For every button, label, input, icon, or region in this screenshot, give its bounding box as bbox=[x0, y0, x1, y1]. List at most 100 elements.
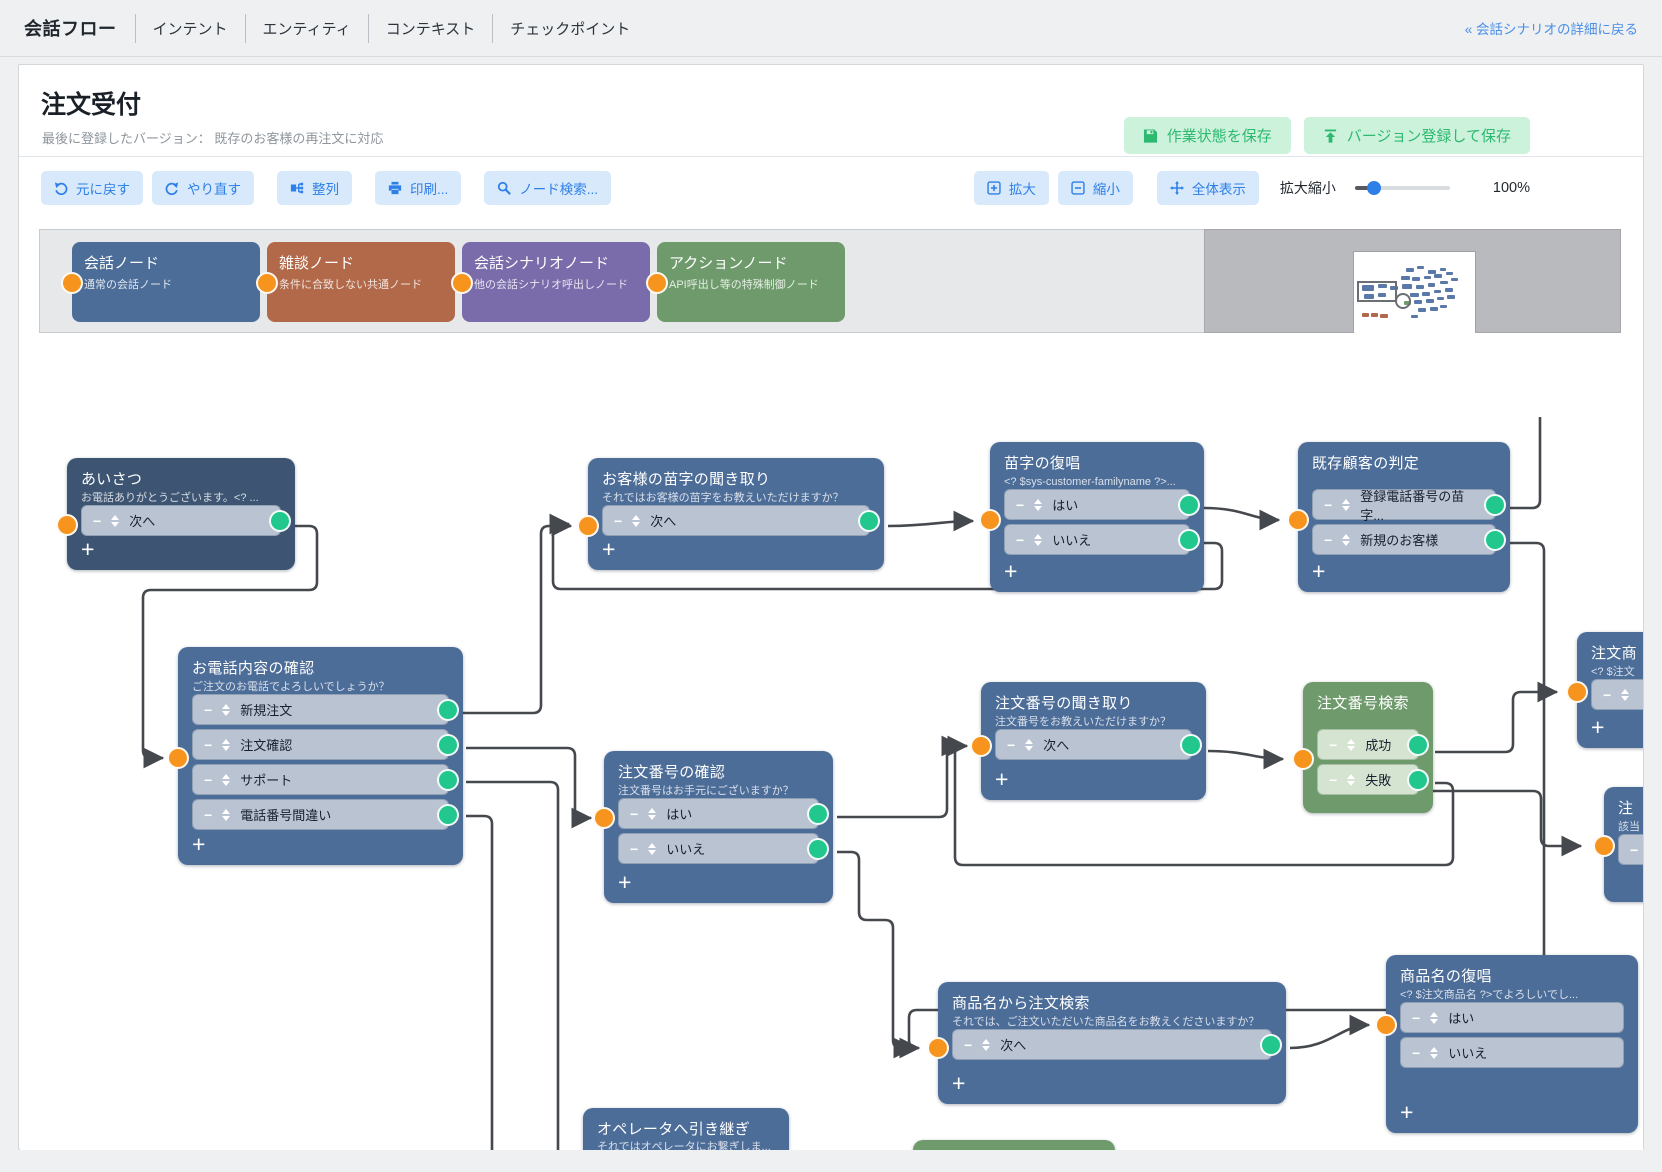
input-port-icon[interactable] bbox=[970, 735, 992, 757]
remove-row-icon[interactable]: − bbox=[630, 840, 639, 857]
add-row-button[interactable]: + bbox=[192, 831, 206, 857]
flow-node-repeat-item[interactable]: 商品名の復唱<? $注文商品名 ?>でよろしいでし...−はい−いいえ+ bbox=[1375, 955, 1638, 1133]
remove-row-icon[interactable]: − bbox=[1324, 496, 1333, 513]
node-transition-row[interactable]: −いいえ bbox=[1400, 1037, 1624, 1068]
output-port-icon[interactable] bbox=[1407, 768, 1429, 791]
toolbar-button-redo[interactable]: やり直す bbox=[152, 171, 254, 205]
minimap[interactable] bbox=[1354, 252, 1475, 337]
output-port-icon[interactable] bbox=[437, 768, 459, 791]
input-port-icon[interactable] bbox=[1287, 509, 1309, 531]
node-transition-row[interactable]: −はい bbox=[618, 798, 829, 829]
remove-row-icon[interactable]: − bbox=[93, 512, 102, 529]
output-port-icon[interactable] bbox=[807, 837, 829, 860]
reorder-row-icon[interactable] bbox=[222, 773, 231, 786]
toolbar-button-fit-view[interactable]: 全体表示 bbox=[1156, 171, 1259, 205]
tab-3[interactable]: チェックポイント bbox=[492, 13, 647, 43]
remove-row-icon[interactable]: − bbox=[1329, 771, 1338, 788]
toolbar-button-search[interactable]: ノード検索... bbox=[484, 171, 612, 205]
output-port-icon[interactable] bbox=[1484, 493, 1506, 516]
output-port-icon[interactable] bbox=[437, 698, 459, 721]
remove-row-icon[interactable]: − bbox=[1324, 531, 1333, 548]
remove-row-icon[interactable]: − bbox=[204, 806, 213, 823]
flow-node-order-clip2[interactable]: 注該当− bbox=[1593, 787, 1643, 902]
flow-node-existing-check[interactable]: 既存顧客の判定 −登録電話番号の苗字...−新規のお客様+ bbox=[1287, 442, 1510, 592]
edge-search-ok-to-orderitem[interactable] bbox=[1435, 681, 1559, 754]
node-transition-row[interactable]: −はい bbox=[1400, 1002, 1624, 1033]
node-transition-row[interactable]: − bbox=[1618, 834, 1643, 865]
reorder-row-icon[interactable] bbox=[1430, 1011, 1439, 1024]
palette-node-1[interactable]: 雑談ノード条件に合致しない共通ノード bbox=[256, 242, 455, 322]
add-row-button[interactable]: + bbox=[1591, 714, 1605, 740]
output-port-icon[interactable] bbox=[1260, 1033, 1282, 1056]
reorder-row-icon[interactable] bbox=[222, 703, 231, 716]
toolbar-button-zoom-out[interactable]: 縮小 bbox=[1057, 171, 1133, 205]
input-port-icon[interactable] bbox=[1292, 748, 1314, 770]
flow-node-ask-lastname[interactable]: お客様の苗字の聞き取りそれではお客様の苗字をお教えいただけますか？−次へ+ bbox=[577, 458, 884, 570]
reorder-row-icon[interactable] bbox=[222, 808, 231, 821]
remove-row-icon[interactable]: − bbox=[1329, 736, 1338, 753]
node-transition-row[interactable]: −いいえ bbox=[1004, 524, 1200, 555]
add-row-button[interactable]: + bbox=[602, 536, 616, 562]
edge-searchitem-to-repeat-item[interactable] bbox=[1289, 1014, 1371, 1050]
add-row-button[interactable]: + bbox=[1400, 1099, 1414, 1125]
toolbar-button-align[interactable]: 整列 bbox=[277, 171, 352, 205]
edge-ordernum-no-to-searchitem[interactable] bbox=[837, 850, 915, 1059]
node-transition-row[interactable]: −はい bbox=[1004, 489, 1200, 520]
node-transition-row[interactable]: −いいえ bbox=[618, 833, 829, 864]
input-port-icon[interactable] bbox=[451, 272, 473, 294]
reorder-row-icon[interactable] bbox=[1342, 498, 1351, 511]
reorder-row-icon[interactable] bbox=[982, 1038, 991, 1051]
edge-orderconfirm-to-ordernum-confirm[interactable] bbox=[466, 746, 593, 829]
output-port-icon[interactable] bbox=[1180, 733, 1202, 756]
edge-line-to-clip2[interactable] bbox=[1381, 789, 1583, 857]
output-port-icon[interactable] bbox=[858, 509, 880, 532]
edge-greeting-to-call-purpose[interactable] bbox=[141, 524, 319, 769]
reorder-row-icon[interactable] bbox=[1025, 738, 1034, 751]
input-port-icon[interactable] bbox=[979, 509, 1001, 531]
minimap-viewport[interactable] bbox=[1357, 281, 1397, 302]
node-transition-row[interactable]: −次へ bbox=[952, 1029, 1282, 1060]
input-port-icon[interactable] bbox=[167, 747, 189, 769]
node-transition-row[interactable]: −登録電話番号の苗字... bbox=[1312, 489, 1506, 523]
node-transition-row[interactable]: −成功 bbox=[1317, 729, 1429, 760]
remove-row-icon[interactable]: − bbox=[1016, 531, 1025, 548]
output-port-icon[interactable] bbox=[437, 733, 459, 756]
input-port-icon[interactable] bbox=[56, 514, 78, 536]
reorder-row-icon[interactable] bbox=[222, 738, 231, 751]
register-version-button[interactable]: バージョン登録して保存 bbox=[1303, 117, 1530, 154]
flow-node-operator-transfer[interactable]: オペレータへ電話転送 −失敗 bbox=[913, 1140, 1115, 1150]
input-port-icon[interactable] bbox=[61, 272, 83, 294]
tab-0[interactable]: インテント bbox=[134, 13, 245, 43]
input-port-icon[interactable] bbox=[1566, 681, 1588, 703]
remove-row-icon[interactable]: − bbox=[1007, 736, 1016, 753]
output-port-icon[interactable] bbox=[1178, 493, 1200, 516]
remove-row-icon[interactable]: − bbox=[1016, 496, 1025, 513]
output-port-icon[interactable] bbox=[437, 803, 459, 826]
reorder-row-icon[interactable] bbox=[1430, 1046, 1439, 1059]
node-transition-row[interactable]: −電話番号間違い bbox=[192, 799, 459, 830]
remove-row-icon[interactable]: − bbox=[204, 771, 213, 788]
flow-node-greeting[interactable]: あいさつお電話ありがとうございます。<? ...−次へ+ bbox=[56, 458, 295, 570]
edge-neworder-to-ask-lastname[interactable] bbox=[463, 515, 573, 715]
tab-conversation-flow[interactable]: 会話フロー bbox=[24, 19, 117, 39]
add-row-button[interactable]: + bbox=[81, 536, 95, 562]
remove-row-icon[interactable]: − bbox=[630, 805, 639, 822]
reorder-row-icon[interactable] bbox=[648, 842, 657, 855]
input-port-icon[interactable] bbox=[593, 807, 615, 829]
node-transition-row[interactable]: − bbox=[1591, 679, 1643, 710]
minimap-lens[interactable] bbox=[1395, 293, 1411, 309]
reorder-row-icon[interactable] bbox=[1034, 498, 1043, 511]
node-transition-row[interactable]: −次へ bbox=[995, 729, 1202, 760]
node-transition-row[interactable]: −次へ bbox=[602, 505, 880, 536]
remove-row-icon[interactable]: − bbox=[204, 701, 213, 718]
zoom-slider[interactable] bbox=[1354, 181, 1450, 195]
back-to-scenario-link[interactable]: « 会話シナリオの詳細に戻る bbox=[1464, 22, 1638, 37]
remove-row-icon[interactable]: − bbox=[1412, 1044, 1421, 1061]
remove-row-icon[interactable]: − bbox=[614, 512, 623, 529]
edge-repeat-no-to-ask-lastname[interactable] bbox=[549, 513, 1224, 591]
node-transition-row[interactable]: −失敗 bbox=[1317, 764, 1429, 795]
add-row-button[interactable]: + bbox=[618, 869, 632, 895]
edge-ordernum-yes-to-ask[interactable] bbox=[837, 735, 963, 819]
